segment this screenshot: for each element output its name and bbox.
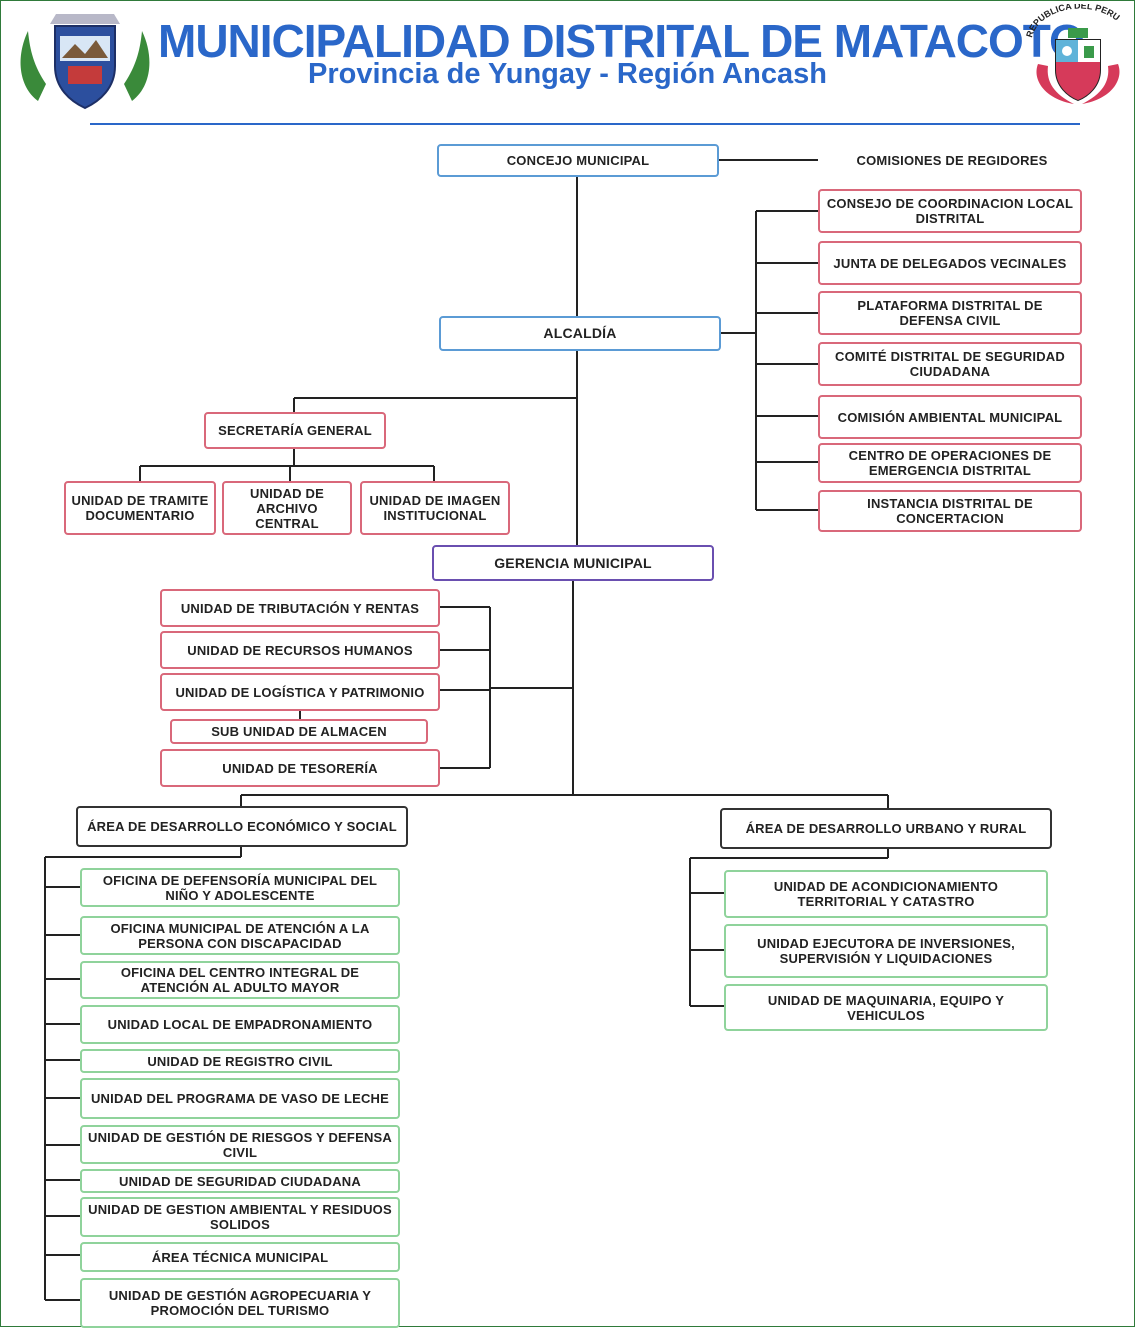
unidad-ejecutora-box: UNIDAD EJECUTORA DE INVERSIONES, SUPERVI… (724, 924, 1048, 978)
centro-operaciones-box: CENTRO DE OPERACIONES DE EMERGENCIA DIST… (818, 443, 1082, 483)
gestion-ambiental-box: UNIDAD DE GESTION AMBIENTAL Y RESIDUOS S… (80, 1197, 400, 1237)
area-desarrollo-economico-box: ÁREA DE DESARROLLO ECONÓMICO Y SOCIAL (76, 806, 408, 847)
area-desarrollo-urbano-box: ÁREA DE DESARROLLO URBANO Y RURAL (720, 808, 1052, 849)
secretaria-general-box: SECRETARÍA GENERAL (204, 412, 386, 449)
area-tecnica-box: ÁREA TÉCNICA MUNICIPAL (80, 1242, 400, 1272)
junta-delegados-box: JUNTA DE DELEGADOS VECINALES (818, 241, 1082, 285)
seguridad-ciudadana-box: UNIDAD DE SEGURIDAD CIUDADANA (80, 1169, 400, 1193)
comite-seguridad-box: COMITÉ DISTRITAL DE SEGURIDAD CIUDADANA (818, 342, 1082, 386)
omaped-box: OFICINA MUNICIPAL DE ATENCIÓN A LA PERSO… (80, 916, 400, 955)
page-subtitle: Provincia de Yungay - Región Ancash (308, 58, 827, 90)
maquinaria-equipo-box: UNIDAD DE MAQUINARIA, EQUIPO Y VEHICULOS (724, 984, 1048, 1031)
registro-civil-box: UNIDAD DE REGISTRO CIVIL (80, 1049, 400, 1073)
archivo-central-box: UNIDAD DE ARCHIVO CENTRAL (222, 481, 352, 535)
tramite-documentario-box: UNIDAD DE TRAMITE DOCUMENTARIO (64, 481, 216, 535)
gestion-agropecuaria-box: UNIDAD DE GESTIÓN AGROPECUARIA Y PROMOCI… (80, 1278, 400, 1328)
comision-ambiental-box: COMISIÓN AMBIENTAL MUNICIPAL (818, 395, 1082, 439)
vaso-leche-box: UNIDAD DEL PROGRAMA DE VASO DE LECHE (80, 1078, 400, 1119)
recursos-humanos-box: UNIDAD DE RECURSOS HUMANOS (160, 631, 440, 669)
header-divider (90, 123, 1080, 125)
ciam-box: OFICINA DEL CENTRO INTEGRAL DE ATENCIÓN … (80, 961, 400, 999)
peru-coat-of-arms-icon: REPUBLICA DEL PERU (1024, 4, 1122, 104)
empadronamiento-box: UNIDAD LOCAL DE EMPADRONAMIENTO (80, 1005, 400, 1044)
tributacion-rentas-box: UNIDAD DE TRIBUTACIÓN Y RENTAS (160, 589, 440, 627)
gestion-riesgos-box: UNIDAD DE GESTIÓN DE RIESGOS Y DEFENSA C… (80, 1125, 400, 1164)
alcaldia-box: ALCALDÍA (439, 316, 721, 351)
district-crest-icon (20, 14, 150, 110)
logistica-patrimonio-box: UNIDAD DE LOGÍSTICA Y PATRIMONIO (160, 673, 440, 711)
gerencia-municipal-box: GERENCIA MUNICIPAL (432, 545, 714, 581)
plataforma-defensa-box: PLATAFORMA DISTRITAL DE DEFENSA CIVIL (818, 291, 1082, 335)
imagen-institucional-box: UNIDAD DE IMAGEN INSTITUCIONAL (360, 481, 510, 535)
acondicionamiento-territorial-box: UNIDAD DE ACONDICIONAMIENTO TERRITORIAL … (724, 870, 1048, 918)
concejo-municipal-box: CONCEJO MUNICIPAL (437, 144, 719, 177)
comisiones-regidores-box: COMISIONES DE REGIDORES (856, 152, 1048, 168)
sub-almacen-box: SUB UNIDAD DE ALMACEN (170, 719, 428, 744)
page-title: MUNICIPALIDAD DISTRITAL DE MATACOTO (158, 15, 1085, 67)
tesoreria-box: UNIDAD DE TESORERÍA (160, 749, 440, 787)
demuna-box: OFICINA DE DEFENSORÍA MUNICIPAL DEL NIÑO… (80, 868, 400, 907)
consejo-coordinacion-box: CONSEJO DE COORDINACION LOCAL DISTRITAL (818, 189, 1082, 233)
instancia-concertacion-box: INSTANCIA DISTRITAL DE CONCERTACION (818, 490, 1082, 532)
